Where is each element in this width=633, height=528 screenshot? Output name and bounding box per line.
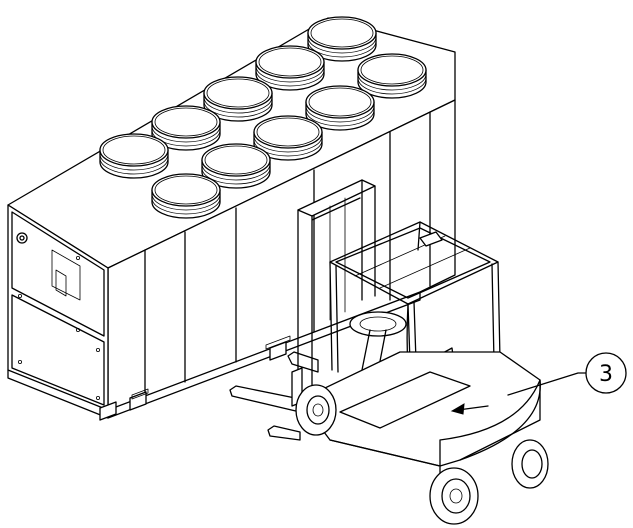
callout-leader xyxy=(507,372,587,396)
bolt xyxy=(17,359,22,364)
end-lower-panel xyxy=(11,294,105,406)
lifting-slot xyxy=(131,388,149,400)
callout-label: 3 xyxy=(599,362,613,387)
direction-arrow-head-icon xyxy=(450,403,465,415)
condenser-fan xyxy=(151,105,221,151)
rear-wheel xyxy=(511,439,549,489)
condenser-fan xyxy=(305,85,375,131)
base-foot xyxy=(99,401,117,421)
steering-wheel-inner xyxy=(359,316,397,332)
control-knob xyxy=(16,232,28,244)
condenser-fan xyxy=(151,173,221,219)
condenser-fan xyxy=(255,45,325,91)
chiller-unit xyxy=(7,16,456,421)
base-foot xyxy=(129,391,147,411)
bolt xyxy=(76,255,81,260)
base-foot xyxy=(269,341,287,361)
fork-tips xyxy=(267,425,301,441)
forklift xyxy=(229,179,549,525)
steering-wheel xyxy=(349,311,407,337)
front-wheel-left xyxy=(295,384,337,436)
control-knob-center xyxy=(19,235,25,241)
end-upper-panel xyxy=(11,211,105,337)
condenser-fan xyxy=(253,115,323,161)
fan-array xyxy=(99,16,427,219)
lifting-slot xyxy=(265,335,291,350)
floor-plate xyxy=(339,371,471,429)
condenser-fan xyxy=(357,53,427,99)
end-service-door xyxy=(51,249,81,301)
end-window xyxy=(55,269,67,297)
condenser-fan xyxy=(201,143,271,189)
bolt xyxy=(76,327,81,332)
bolt xyxy=(96,395,101,400)
callout: 3 xyxy=(507,352,627,396)
fork-right xyxy=(287,351,319,373)
callout-circle xyxy=(585,352,627,394)
bolt xyxy=(17,293,22,298)
condenser-fan xyxy=(307,16,377,62)
condenser-fan xyxy=(99,133,169,179)
bolt xyxy=(96,347,101,352)
mast-uprights xyxy=(297,179,376,397)
front-wheel-right xyxy=(429,467,479,525)
guard-plate xyxy=(419,231,443,247)
counterweight xyxy=(439,379,541,467)
side-panel-seams xyxy=(144,111,431,396)
